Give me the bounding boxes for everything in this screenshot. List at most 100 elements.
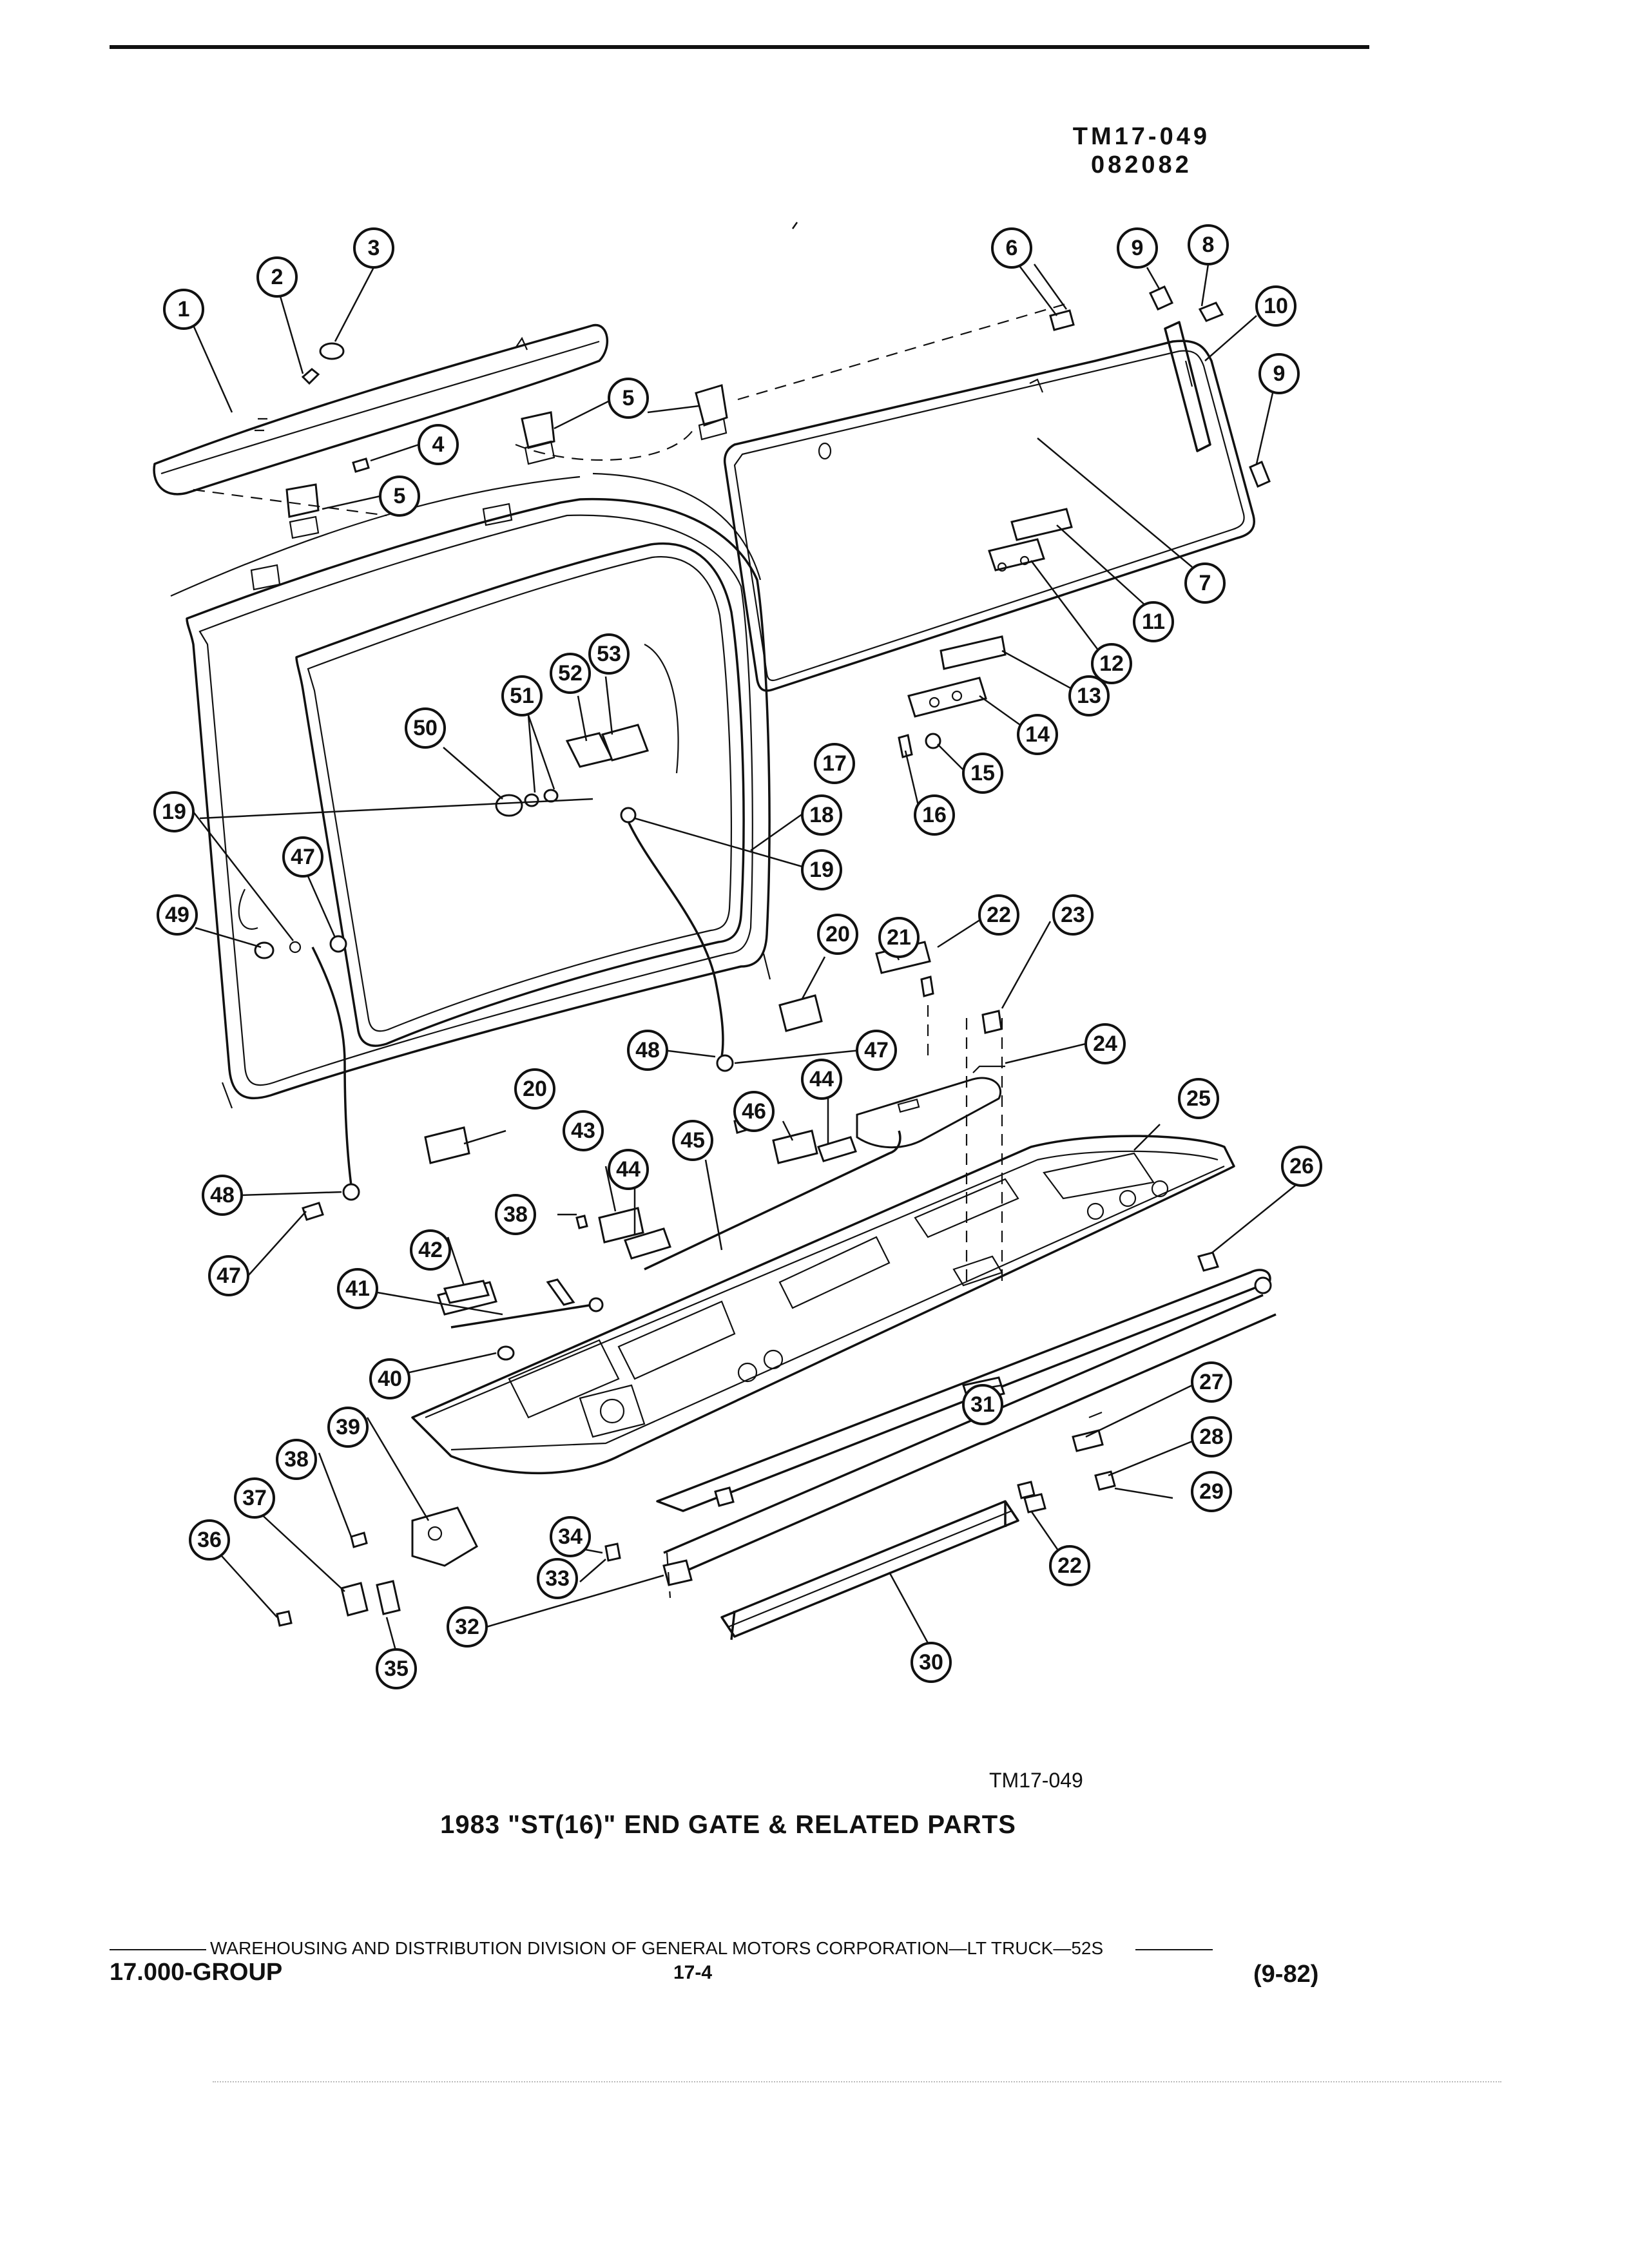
callout-4: 4: [418, 424, 459, 465]
callout-47: 47: [282, 836, 323, 878]
svg-text:22: 22: [1057, 1553, 1082, 1578]
tm-code-line2: 082082: [1090, 151, 1192, 178]
part-lower-rods: [604, 1251, 1277, 1640]
callout-49: 49: [157, 894, 198, 936]
svg-text:39: 39: [336, 1415, 360, 1439]
callout-20b: 20: [514, 1068, 555, 1110]
callout-9: 9: [1117, 227, 1158, 269]
callout-32: 32: [447, 1606, 488, 1648]
callout-51: 51: [501, 675, 543, 716]
svg-text:14: 14: [1025, 722, 1050, 747]
callout-1: 1: [163, 289, 204, 330]
svg-text:12: 12: [1099, 651, 1124, 676]
svg-text:10: 10: [1264, 294, 1288, 318]
part-rear-glass: [723, 340, 1255, 692]
callout-11: 11: [1133, 601, 1174, 642]
callout-37: 37: [234, 1477, 275, 1519]
part-end-gate-frame: [170, 472, 771, 1109]
callout-34: 34: [550, 1516, 591, 1557]
svg-text:22: 22: [987, 903, 1011, 927]
svg-text:52: 52: [558, 661, 583, 686]
svg-text:47: 47: [864, 1038, 889, 1062]
callout-48b: 48: [202, 1175, 243, 1216]
part-lower-plate: [856, 1065, 1005, 1149]
svg-text:31: 31: [970, 1392, 995, 1417]
callout-39: 39: [327, 1407, 369, 1448]
callout-27: 27: [1191, 1361, 1232, 1403]
svg-text:19: 19: [162, 800, 186, 824]
callout-2: 2: [256, 256, 298, 298]
svg-text:41: 41: [345, 1276, 370, 1301]
svg-text:26: 26: [1289, 1154, 1314, 1178]
svg-text:35: 35: [384, 1657, 409, 1681]
callout-8: 8: [1188, 224, 1229, 265]
part-panel-pieces: [443, 1130, 901, 1361]
part-inner-panel: [411, 1135, 1235, 1475]
svg-text:30: 30: [919, 1650, 943, 1675]
part-inner-handle-and-rods: [254, 724, 734, 1221]
callout-38: 38: [495, 1194, 536, 1235]
callout-41: 41: [337, 1268, 378, 1309]
callout-21: 21: [878, 917, 920, 958]
tm-code-bottom: TM17-049: [989, 1769, 1083, 1792]
svg-text:50: 50: [413, 716, 438, 740]
callout-7: 7: [1184, 562, 1226, 604]
footer-group: 17.000-GROUP: [110, 1959, 283, 1986]
callout-19b: 19: [153, 791, 195, 832]
callout-43: 43: [563, 1110, 604, 1151]
svg-text:36: 36: [197, 1528, 222, 1552]
tm-code-line1: TM17-049: [1072, 123, 1210, 150]
svg-text:23: 23: [1061, 903, 1085, 927]
footer-dash-right: [1135, 1948, 1213, 1950]
part-spoiler: [153, 324, 609, 495]
callout-33: 33: [537, 1558, 578, 1599]
svg-text:29: 29: [1199, 1479, 1224, 1504]
callout-10: 10: [1255, 285, 1296, 327]
svg-text:20: 20: [523, 1077, 547, 1101]
callout-5: 5: [379, 476, 420, 517]
callout-13: 13: [1068, 675, 1110, 716]
callouts: 1 2 3 4 5 5 6 9 8 10 9 7 11 12 13 14 15 …: [153, 224, 1322, 1689]
svg-text:15: 15: [970, 761, 995, 785]
callout-52: 52: [550, 653, 591, 694]
svg-text:7: 7: [1199, 571, 1211, 595]
callout-40: 40: [369, 1358, 410, 1399]
callout-38b: 38: [276, 1439, 317, 1480]
callout-19: 19: [801, 849, 842, 890]
callout-17: 17: [814, 743, 855, 784]
footer-publisher-text: WAREHOUSING AND DISTRIBUTION DIVISION OF…: [210, 1938, 1104, 1958]
callout-20: 20: [817, 914, 858, 955]
callout-6: 6: [991, 227, 1032, 269]
callout-16: 16: [914, 794, 955, 836]
callout-30: 30: [911, 1642, 952, 1683]
callout-5b: 5: [608, 378, 649, 419]
svg-text:13: 13: [1077, 684, 1101, 708]
callout-26: 26: [1281, 1146, 1322, 1187]
callout-44b: 44: [608, 1149, 649, 1190]
callout-35: 35: [376, 1648, 417, 1689]
footer-date-code: (9-82): [1253, 1961, 1319, 1988]
callout-12: 12: [1091, 643, 1132, 684]
part-lower-latch: [276, 1506, 478, 1627]
svg-text:18: 18: [809, 803, 834, 827]
svg-text:48: 48: [635, 1038, 660, 1062]
callout-29: 29: [1191, 1471, 1232, 1512]
svg-text:8: 8: [1202, 233, 1215, 257]
top-rule: [110, 45, 1369, 49]
svg-text:4: 4: [432, 432, 445, 457]
svg-text:42: 42: [418, 1238, 443, 1262]
svg-text:27: 27: [1199, 1370, 1224, 1394]
callout-25: 25: [1178, 1078, 1219, 1119]
callout-45: 45: [672, 1120, 713, 1161]
callout-48: 48: [627, 1030, 668, 1071]
svg-text:6: 6: [1006, 236, 1018, 260]
callout-9b: 9: [1258, 353, 1300, 394]
part-hinges: [250, 342, 728, 591]
svg-text:46: 46: [742, 1099, 766, 1124]
footer-publisher-line: WAREHOUSING AND DISTRIBUTION DIVISION OF…: [110, 1938, 1337, 1959]
scan-artifact-dots: [213, 2081, 1501, 2082]
svg-text:49: 49: [165, 903, 189, 927]
svg-text:32: 32: [455, 1615, 479, 1639]
callout-42: 42: [410, 1229, 451, 1271]
